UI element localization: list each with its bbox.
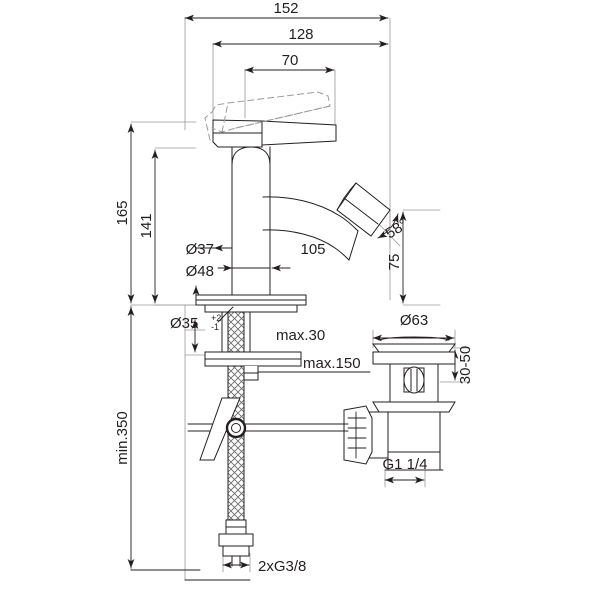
dim-label-spout-height: 141 <box>138 213 155 238</box>
spout <box>262 196 359 261</box>
base-plate <box>195 294 307 313</box>
dim-label-base-dia: Ø48 <box>186 263 214 280</box>
dim-label-hole-tol-plus: +2 <box>211 313 221 323</box>
dim-label-overall-width: 152 <box>273 0 298 17</box>
dim-label-body-dia: Ø37 <box>186 241 214 258</box>
dim-label-handle-reach: 128 <box>288 26 313 43</box>
lever-handle-raised-ghost <box>204 91 331 141</box>
dimension-labels: 152 128 70 165 141 min.350 Ø37 Ø48 Ø35 +… <box>114 0 474 575</box>
popup-waste-linkage <box>187 397 433 461</box>
dim-label-waste-thread: G1 1/4 <box>382 456 427 473</box>
tap-geometry <box>127 14 471 581</box>
lever-handle <box>212 119 337 148</box>
mixer-body <box>231 146 271 301</box>
dim-label-waste-distance: max.150 <box>303 355 361 372</box>
fixing-bracket <box>204 351 302 381</box>
dim-label-hole-dia: Ø35 <box>170 315 198 332</box>
dim-label-waste-flange-dia: Ø63 <box>400 312 428 329</box>
spout-outlet <box>336 182 391 237</box>
dim-label-outlet-height: 75 <box>386 254 403 271</box>
dim-label-supply-thread: 2xG3/8 <box>258 558 306 575</box>
supply-connector <box>218 519 254 567</box>
waste-drain-assembly <box>319 336 456 471</box>
dim-label-total-height: 165 <box>114 200 131 225</box>
dim-label-spout-reach: 105 <box>300 241 325 258</box>
dim-label-outlet-angle: 58° <box>382 216 410 242</box>
dim-label-waste-adjust: 30-50 <box>457 346 474 384</box>
dim-label-deck-thickness: max.30 <box>276 327 325 344</box>
dim-label-handle-offset: 70 <box>282 52 299 69</box>
dim-label-hole-tol-minus: -1 <box>211 322 219 332</box>
dim-label-hose-length: min.350 <box>114 411 131 464</box>
